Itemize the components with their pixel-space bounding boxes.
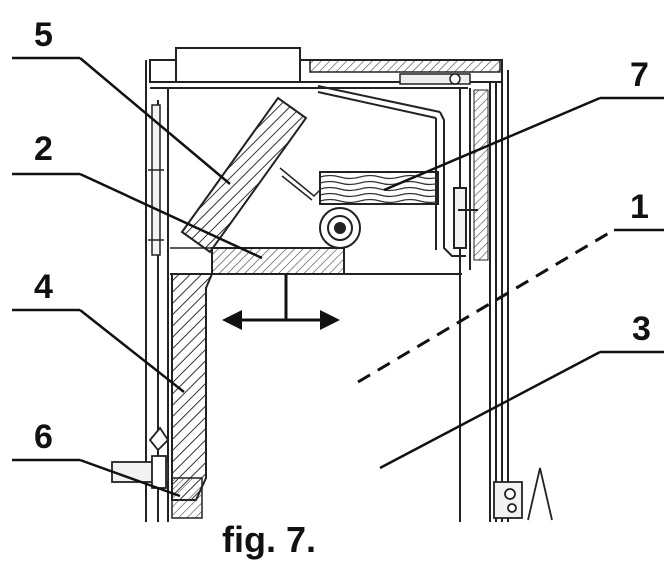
cabinet-frame bbox=[145, 59, 509, 522]
mechanism-lines bbox=[279, 167, 321, 201]
top-rail-hatched bbox=[309, 59, 501, 73]
roller bbox=[319, 207, 361, 249]
label-3: 3 bbox=[632, 310, 651, 348]
part-2-shelf bbox=[211, 247, 345, 275]
label-5: 5 bbox=[34, 16, 53, 54]
left-fittings bbox=[148, 104, 164, 256]
right-bracket bbox=[453, 187, 478, 249]
bottom-right-hinge bbox=[493, 467, 553, 521]
bottom-left-hardware bbox=[111, 426, 170, 489]
figure-caption: fig. 7. bbox=[222, 519, 316, 560]
part-1-dashed-line bbox=[357, 228, 615, 384]
part-5-diagonal-panel bbox=[180, 96, 308, 254]
label-4: 4 bbox=[34, 268, 53, 306]
lower-hatched-block bbox=[171, 477, 203, 519]
label-6: 6 bbox=[34, 418, 53, 456]
right-wall-hatched bbox=[473, 89, 489, 261]
top-housing bbox=[170, 47, 306, 83]
label-7: 7 bbox=[630, 56, 649, 94]
part-7-block bbox=[319, 171, 439, 205]
top-hinge bbox=[399, 73, 471, 85]
label-1: 1 bbox=[630, 188, 649, 226]
label-2: 2 bbox=[34, 130, 53, 168]
movement-arrow bbox=[222, 274, 340, 330]
leader-lines bbox=[12, 56, 664, 498]
